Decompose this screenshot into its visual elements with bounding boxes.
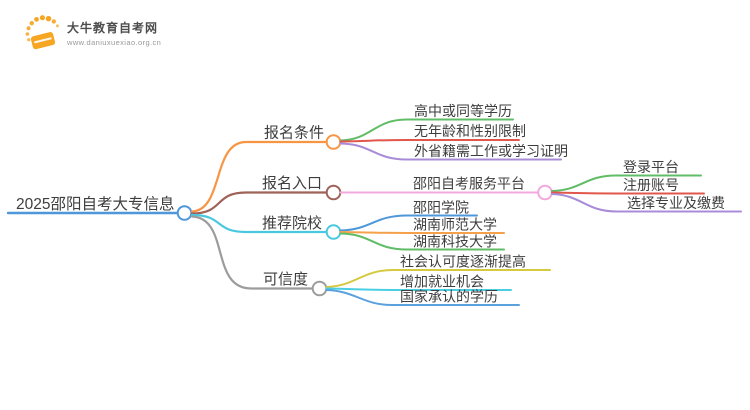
branch-line-no-age-gender-limit [339,139,520,143]
branch-line-choose-major-and-pay [551,193,742,213]
branch-line-shaoyang-university [339,214,478,232]
node-label-state-recognized-diploma[interactable]: 国家承认的学历 [400,289,498,305]
branch-line-credibility [190,215,314,290]
node-handle-recommended-colleges[interactable] [325,224,342,240]
logo-title: 大牛教育自考网 [67,21,159,35]
logo-url: www.daniuxuexiao.org.cn [67,38,162,47]
branch-line-out-of-province-proof [339,142,562,161]
node-label-login-platform[interactable]: 登录平台 [623,159,679,175]
node-label-choose-major-and-pay[interactable]: 选择专业及缴费 [627,195,725,211]
node-label-shaoyang-university[interactable]: 邵阳学院 [413,200,469,216]
branch-line-register-account [551,191,705,195]
node-label-recommended-colleges[interactable]: 推荐院校 [262,214,322,232]
node-handle-shaoyang-selfexam-platform[interactable] [537,184,553,201]
node-label-hunan-ust[interactable]: 湖南科技大学 [413,234,497,250]
node-handle-registration-entrance[interactable] [325,184,342,201]
branch-line-hunan-ust [339,232,505,251]
node-label-enrollment-conditions[interactable]: 报名条件 [264,125,324,142]
node-label-registration-entrance[interactable]: 报名入口 [262,175,322,192]
node-label-highschool-or-equivalent[interactable]: 高中或同等学历 [414,103,512,119]
node-label-hunan-normal-university[interactable]: 湖南师范大学 [413,217,497,233]
node-label-social-recognition-rising[interactable]: 社会认可度逐渐提高 [400,254,526,270]
branch-line-highschool-or-equivalent [339,118,514,142]
root-node-handle[interactable] [176,205,193,221]
branch-line-login-platform [551,174,702,192]
node-label-register-account[interactable]: 注册账号 [623,177,679,193]
site-logo[interactable]: 大牛教育自考网 www.daniuxuexiao.org.cn [24,14,161,54]
node-label-shaoyang-selfexam-platform[interactable]: 邵阳自考服务平台 [413,176,525,192]
root-node-label[interactable]: 2025邵阳自考大专信息 [16,195,174,213]
node-label-more-job-opportunities[interactable]: 增加就业机会 [400,274,484,290]
node-handle-enrollment-conditions[interactable] [325,134,342,150]
branch-line-enrollment-conditions [190,140,328,213]
branch-line-hunan-normal-university [339,231,505,234]
node-handle-credibility[interactable] [311,280,328,297]
branch-line-registration-entrance [190,191,328,215]
node-label-no-age-gender-limit[interactable]: 无年龄和性别限制 [414,123,526,139]
branch-line-social-recognition-rising [325,269,551,288]
branch-line-recommended-colleges [190,213,328,234]
branch-line-more-job-opportunities [325,287,512,291]
branch-line-state-recognized-diploma [325,289,520,306]
node-label-credibility[interactable]: 可信度 [263,271,308,288]
logo-book-icon [25,15,59,50]
node-label-out-of-province-proof[interactable]: 外省籍需工作或学习证明 [414,143,568,159]
